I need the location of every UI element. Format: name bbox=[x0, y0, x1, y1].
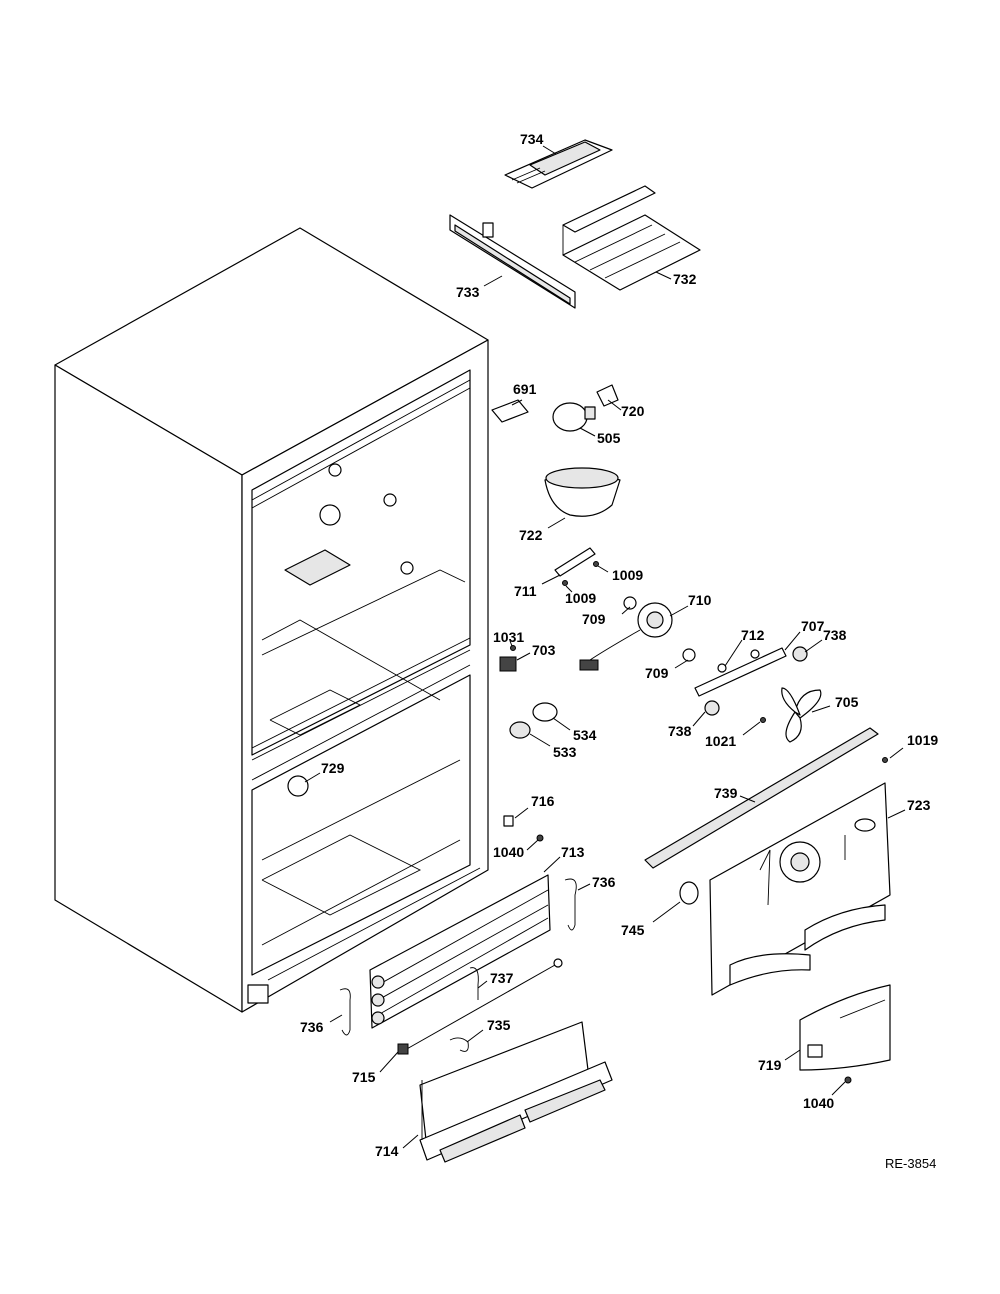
leader-lines bbox=[304, 145, 906, 1149]
part-737-wire bbox=[469, 967, 479, 1000]
part-735-clip bbox=[449, 1037, 469, 1052]
part-729-plug bbox=[287, 775, 309, 797]
callout-737: 737 bbox=[490, 970, 514, 986]
part-736-clip-a bbox=[564, 878, 577, 931]
callout-745: 745 bbox=[621, 922, 645, 938]
part-722-light-shield bbox=[544, 467, 621, 517]
part-505-bulb bbox=[552, 402, 596, 432]
callout-714: 714 bbox=[375, 1143, 399, 1159]
callout-733: 733 bbox=[456, 284, 480, 300]
cabinet bbox=[54, 227, 489, 1013]
part-719-bracket-set bbox=[729, 904, 891, 1071]
part-1021-screw bbox=[760, 717, 766, 723]
part-1009-screw-a bbox=[593, 561, 599, 567]
callout-712: 712 bbox=[741, 627, 765, 643]
part-732-tray bbox=[562, 185, 701, 291]
drawing-code: RE-3854 bbox=[885, 1156, 936, 1171]
part-691-light-switch bbox=[491, 399, 529, 423]
part-713-condenser bbox=[369, 874, 551, 1029]
part-709-grommet-b bbox=[682, 648, 696, 662]
callout-710: 710 bbox=[688, 592, 712, 608]
callout-711: 711 bbox=[514, 583, 537, 599]
callout-1031: 1031 bbox=[493, 629, 524, 645]
part-736-clip-b bbox=[339, 988, 351, 1036]
callout-729: 729 bbox=[321, 760, 345, 776]
callout-738-b: 738 bbox=[668, 723, 692, 739]
part-1019-screw bbox=[882, 757, 888, 763]
callout-691: 691 bbox=[513, 381, 537, 397]
part-716-clip bbox=[503, 815, 514, 827]
callout-1019: 1019 bbox=[907, 732, 938, 748]
callout-719: 719 bbox=[758, 1057, 782, 1073]
callout-1021: 1021 bbox=[705, 733, 736, 749]
callout-732: 732 bbox=[673, 271, 697, 287]
callout-1009-b: 1009 bbox=[565, 590, 596, 606]
callout-705: 705 bbox=[835, 694, 859, 710]
callout-735: 735 bbox=[487, 1017, 511, 1033]
callout-labels: 734 733 732 691 720 505 722 711 1009 100… bbox=[300, 131, 938, 1159]
part-720-socket bbox=[596, 384, 619, 407]
callout-715: 715 bbox=[352, 1069, 376, 1085]
callout-713: 713 bbox=[561, 844, 585, 860]
part-733-rail bbox=[449, 214, 576, 309]
callout-1009-a: 1009 bbox=[612, 567, 643, 583]
part-709-grommet-a bbox=[623, 596, 637, 610]
part-1040-screw-b bbox=[844, 1076, 852, 1084]
callout-1040-a: 1040 bbox=[493, 844, 524, 860]
callout-736-b: 736 bbox=[300, 1019, 324, 1035]
part-1040-screw-a bbox=[536, 834, 544, 842]
callout-703: 703 bbox=[532, 642, 556, 658]
callout-709-b: 709 bbox=[645, 665, 669, 681]
part-533-grille bbox=[509, 721, 531, 739]
callout-739: 739 bbox=[714, 785, 738, 801]
part-734-vent-cover bbox=[504, 139, 613, 189]
callout-723: 723 bbox=[907, 797, 931, 813]
part-723-evaporator-cover bbox=[709, 782, 891, 996]
callout-1040-b: 1040 bbox=[803, 1095, 834, 1111]
callout-534: 534 bbox=[573, 727, 597, 743]
callout-722: 722 bbox=[519, 527, 543, 543]
part-710-fan-motor bbox=[579, 602, 673, 671]
callout-716: 716 bbox=[531, 793, 555, 809]
callout-709-a: 709 bbox=[582, 611, 606, 627]
part-715-heater bbox=[397, 958, 563, 1055]
part-1031-screw bbox=[510, 645, 516, 651]
callout-734: 734 bbox=[520, 131, 544, 147]
part-738-nut-b bbox=[704, 700, 720, 716]
part-705-fan-blade bbox=[781, 687, 822, 743]
callout-505: 505 bbox=[597, 430, 621, 446]
part-738-nut-a bbox=[792, 646, 808, 662]
part-703-switch bbox=[499, 656, 517, 672]
callout-738-a: 738 bbox=[823, 627, 847, 643]
part-1009-screw-b bbox=[562, 580, 568, 586]
part-707-bracket-plate bbox=[694, 647, 787, 697]
part-711-bracket bbox=[554, 547, 596, 577]
callout-720: 720 bbox=[621, 403, 645, 419]
part-714-drain-pan bbox=[419, 1021, 613, 1163]
callout-533: 533 bbox=[553, 744, 577, 760]
part-534-cap bbox=[532, 702, 558, 722]
callout-707: 707 bbox=[801, 618, 825, 634]
part-745-plug bbox=[679, 881, 699, 905]
part-739-strip bbox=[644, 727, 879, 869]
callout-736-a: 736 bbox=[592, 874, 616, 890]
